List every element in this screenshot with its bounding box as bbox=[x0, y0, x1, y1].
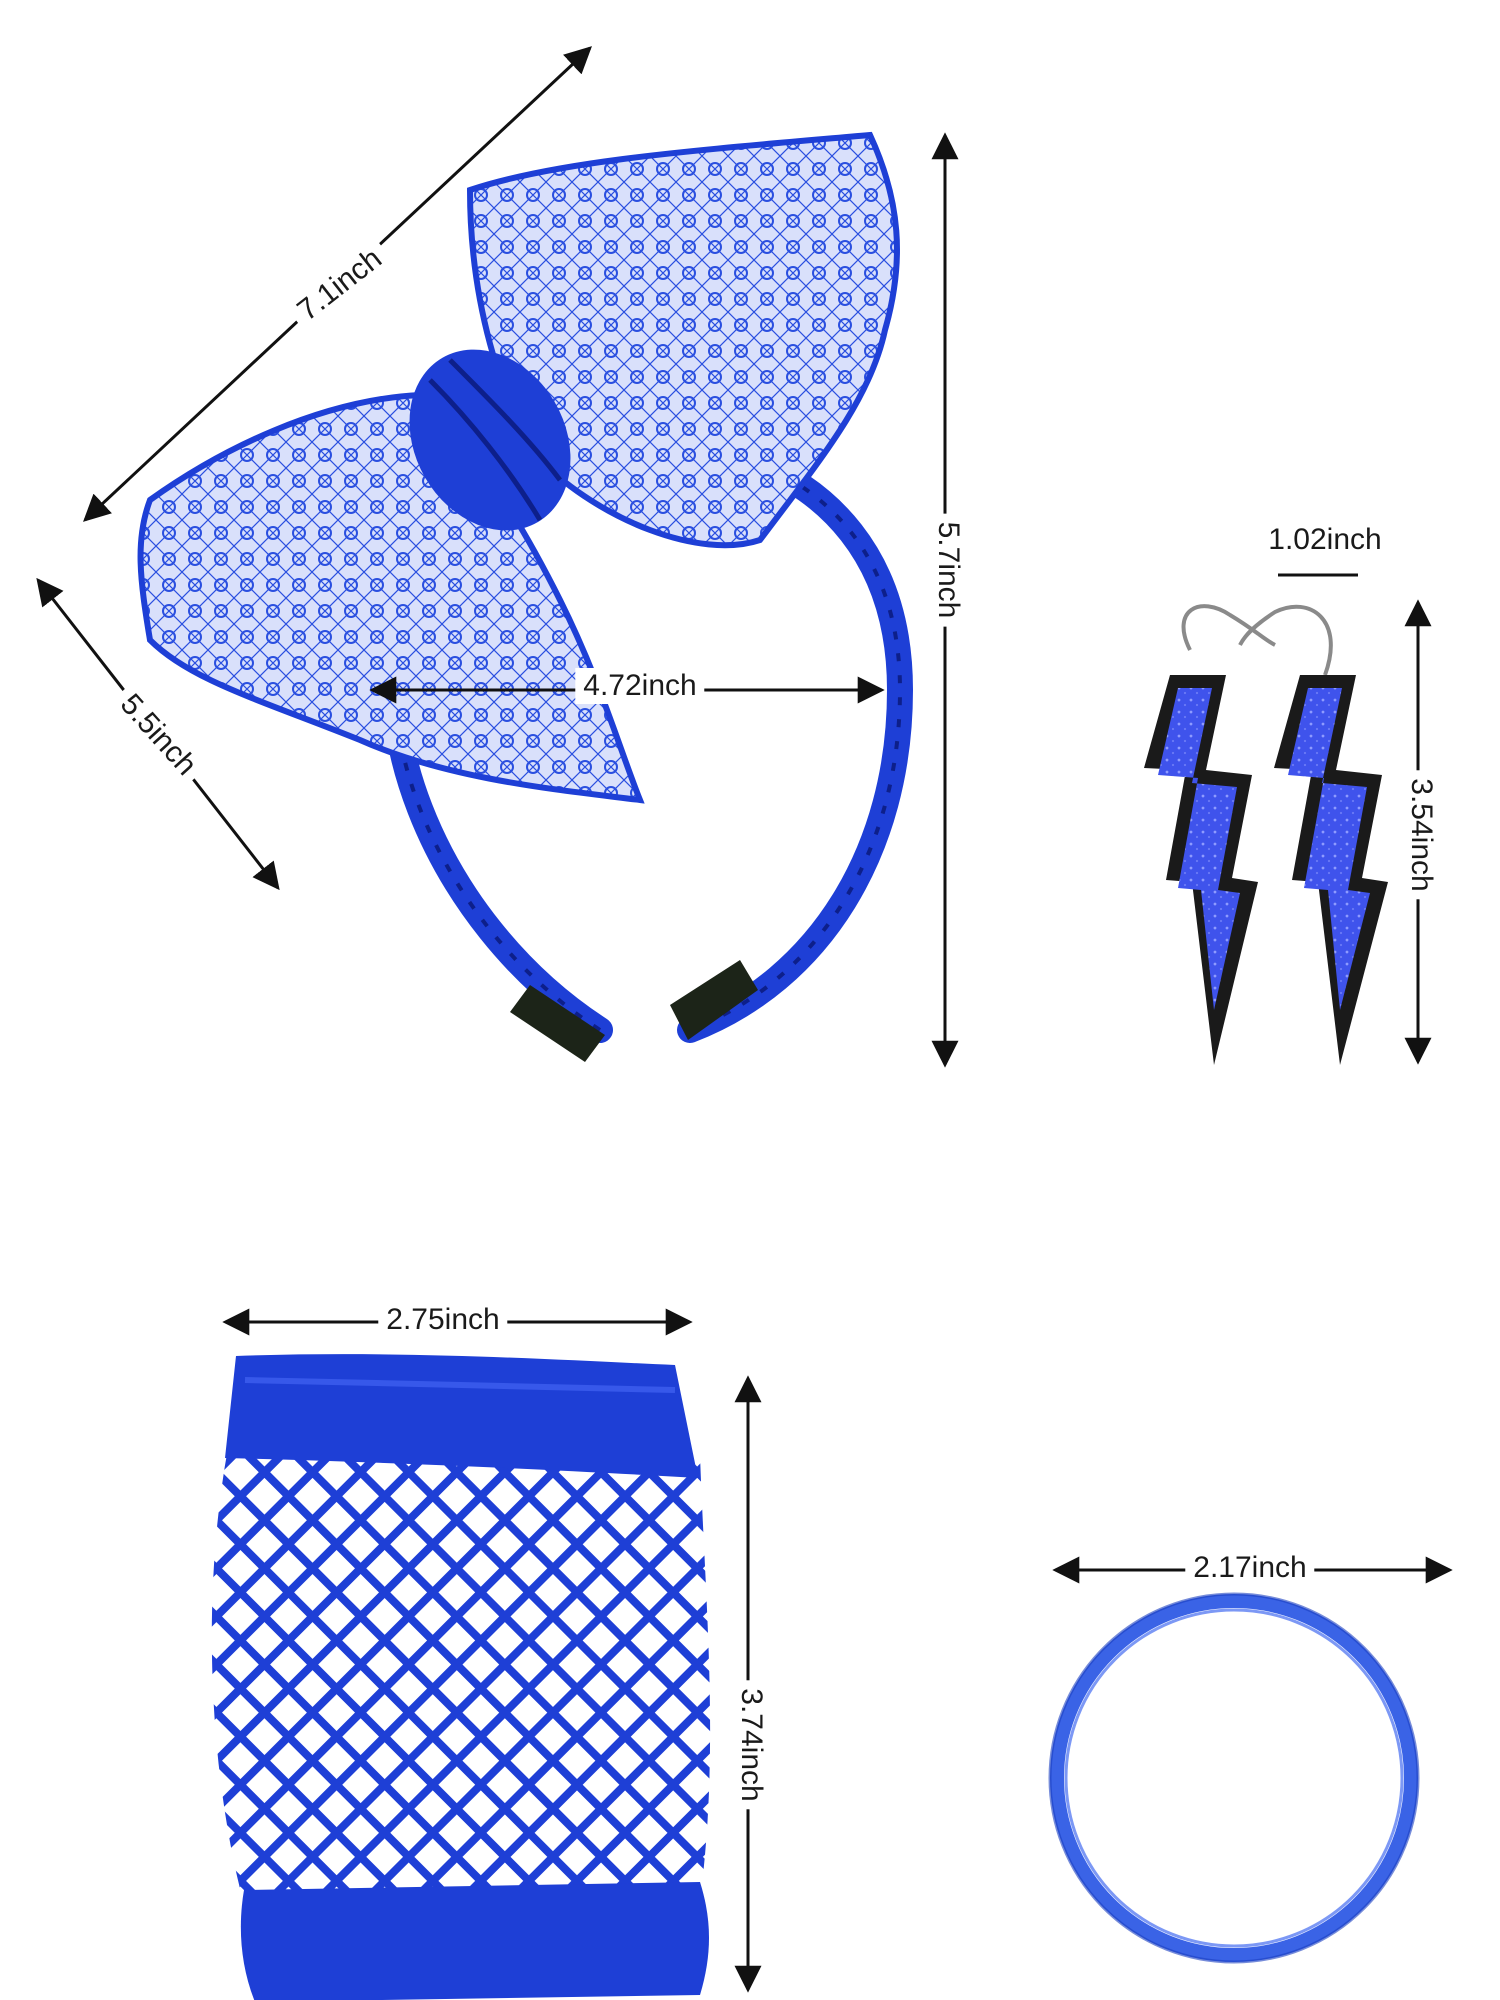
bracelet-ring bbox=[1050, 1594, 1418, 1962]
earring-hook-left bbox=[1181, 604, 1276, 651]
earring-left-glitter bbox=[1158, 688, 1240, 1010]
label-glove-width: 2.75inch bbox=[378, 1302, 508, 1338]
glove-top-cuff bbox=[225, 1354, 698, 1478]
label-bracelet-width: 2.17inch bbox=[1185, 1550, 1315, 1586]
headband-tip-right bbox=[670, 960, 758, 1040]
earring-hook-right bbox=[1238, 604, 1333, 676]
earrings bbox=[1144, 604, 1388, 1065]
label-total-height: 5.7inch bbox=[930, 513, 966, 627]
fishnet-glove bbox=[211, 1354, 711, 2000]
bracelet-ring-inner bbox=[1064, 1608, 1404, 1948]
label-band-width: 4.72inch bbox=[575, 668, 705, 704]
label-earring-width: 1.02inch bbox=[1260, 522, 1390, 558]
bracelet-ring-shadow bbox=[1048, 1592, 1420, 1964]
glove-net-body bbox=[211, 1448, 711, 1908]
glove-cuff-highlight bbox=[244, 1377, 676, 1393]
jelly-bracelet bbox=[1048, 1592, 1420, 1964]
headband bbox=[137, 131, 914, 1062]
label-earring-height: 3.54inch bbox=[1403, 770, 1439, 900]
label-glove-height: 3.74inch bbox=[733, 1680, 769, 1810]
earring-right-glitter bbox=[1288, 688, 1370, 1010]
headband-tip-left bbox=[510, 985, 605, 1062]
glove-bottom-cuff bbox=[240, 1882, 709, 2000]
